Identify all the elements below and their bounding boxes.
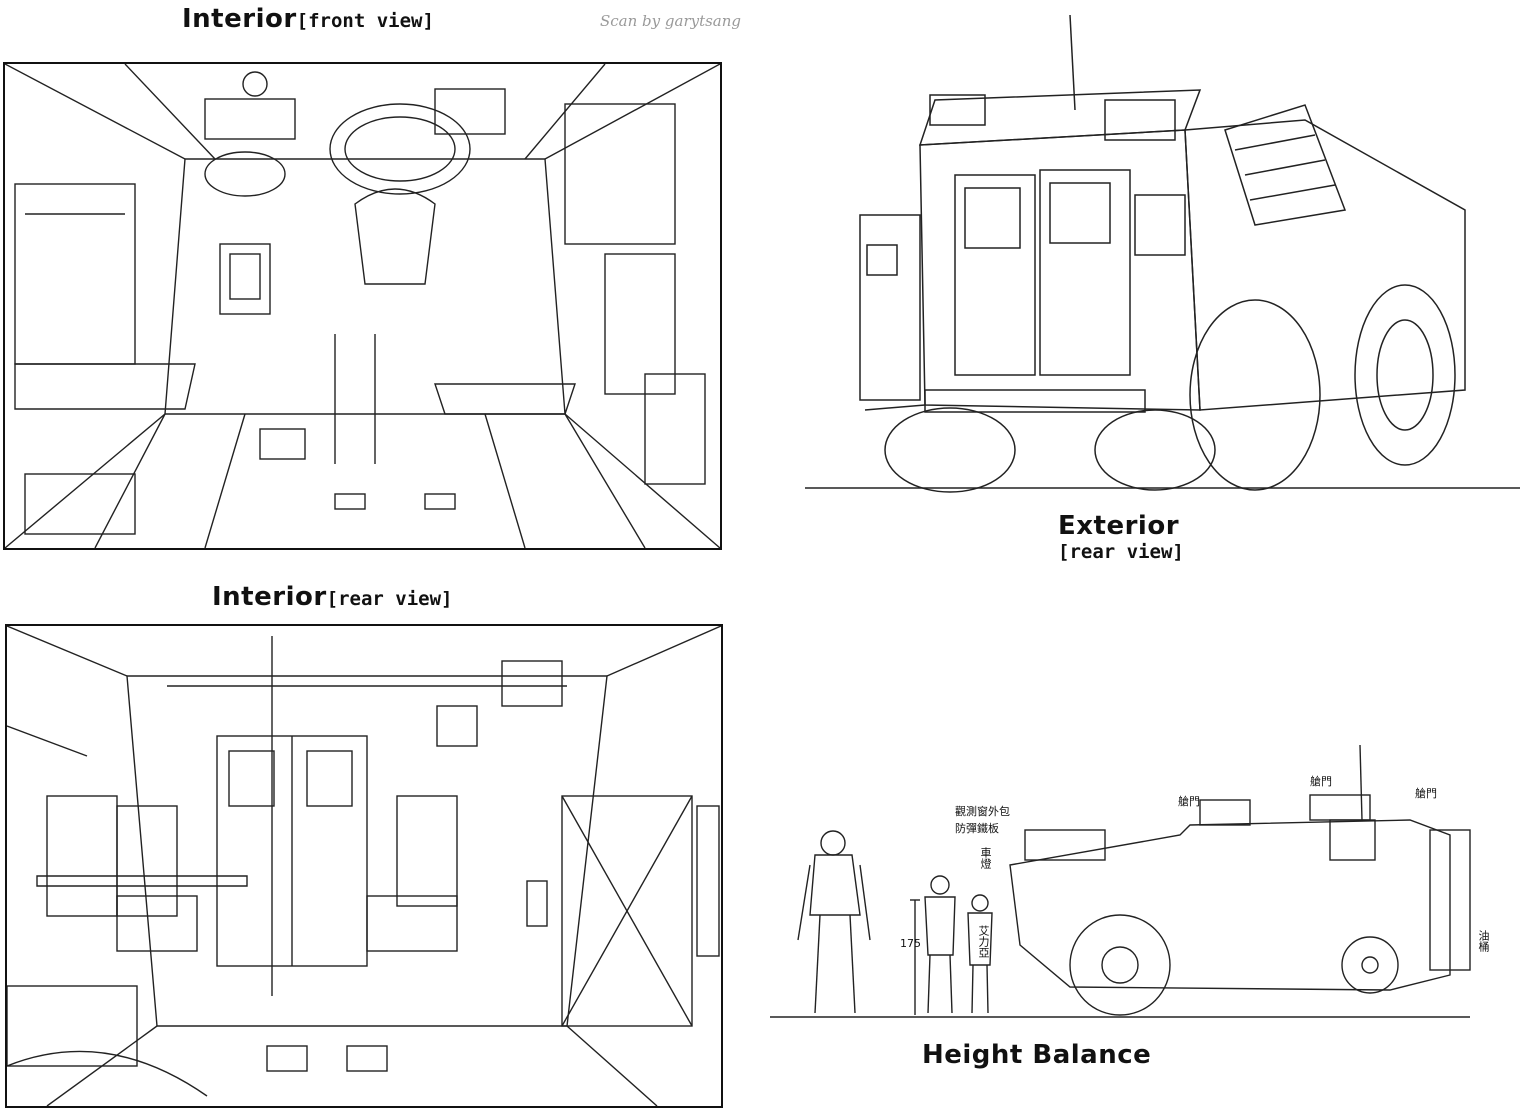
interior-front-illustration: [3, 62, 722, 550]
scan-credit: Scan by garytsang: [600, 12, 742, 30]
height-balance-illustration: 艙門 艙門 艙門 觀測窗外包 防彈鐵板 車燈 175 艾力亞 油桶: [770, 725, 1520, 1025]
hatch-label-3: 艙門: [1178, 795, 1200, 808]
interior-rear-heading: Interior[rear view]: [212, 582, 453, 612]
exterior-title: Exterior: [1058, 511, 1180, 541]
interior-front-heading: Interior[front view]: [182, 4, 434, 34]
window-armor-label-2: 防彈鐵板: [955, 822, 999, 835]
exterior-subtitle: [rear view]: [1058, 541, 1184, 563]
interior-front-title: Interior: [182, 4, 297, 34]
headlight-label: 車燈: [979, 847, 992, 869]
interior-rear-illustration: [5, 624, 723, 1108]
height-balance-title: Height Balance: [922, 1040, 1152, 1070]
hatch-label-2: 艙門: [1415, 787, 1437, 800]
exterior-rear-illustration: [805, 10, 1520, 495]
person-name-label: 艾力亞: [977, 925, 990, 958]
person-height-label: 175: [900, 937, 921, 950]
interior-rear-title: Interior: [212, 582, 327, 612]
hatch-label-1: 艙門: [1310, 775, 1332, 788]
interior-rear-subtitle: [rear view]: [326, 588, 453, 610]
window-armor-label-1: 觀測窗外包: [955, 805, 1010, 818]
fuel-drum-label: 油桶: [1477, 930, 1490, 952]
interior-front-subtitle: [front view]: [296, 10, 434, 32]
